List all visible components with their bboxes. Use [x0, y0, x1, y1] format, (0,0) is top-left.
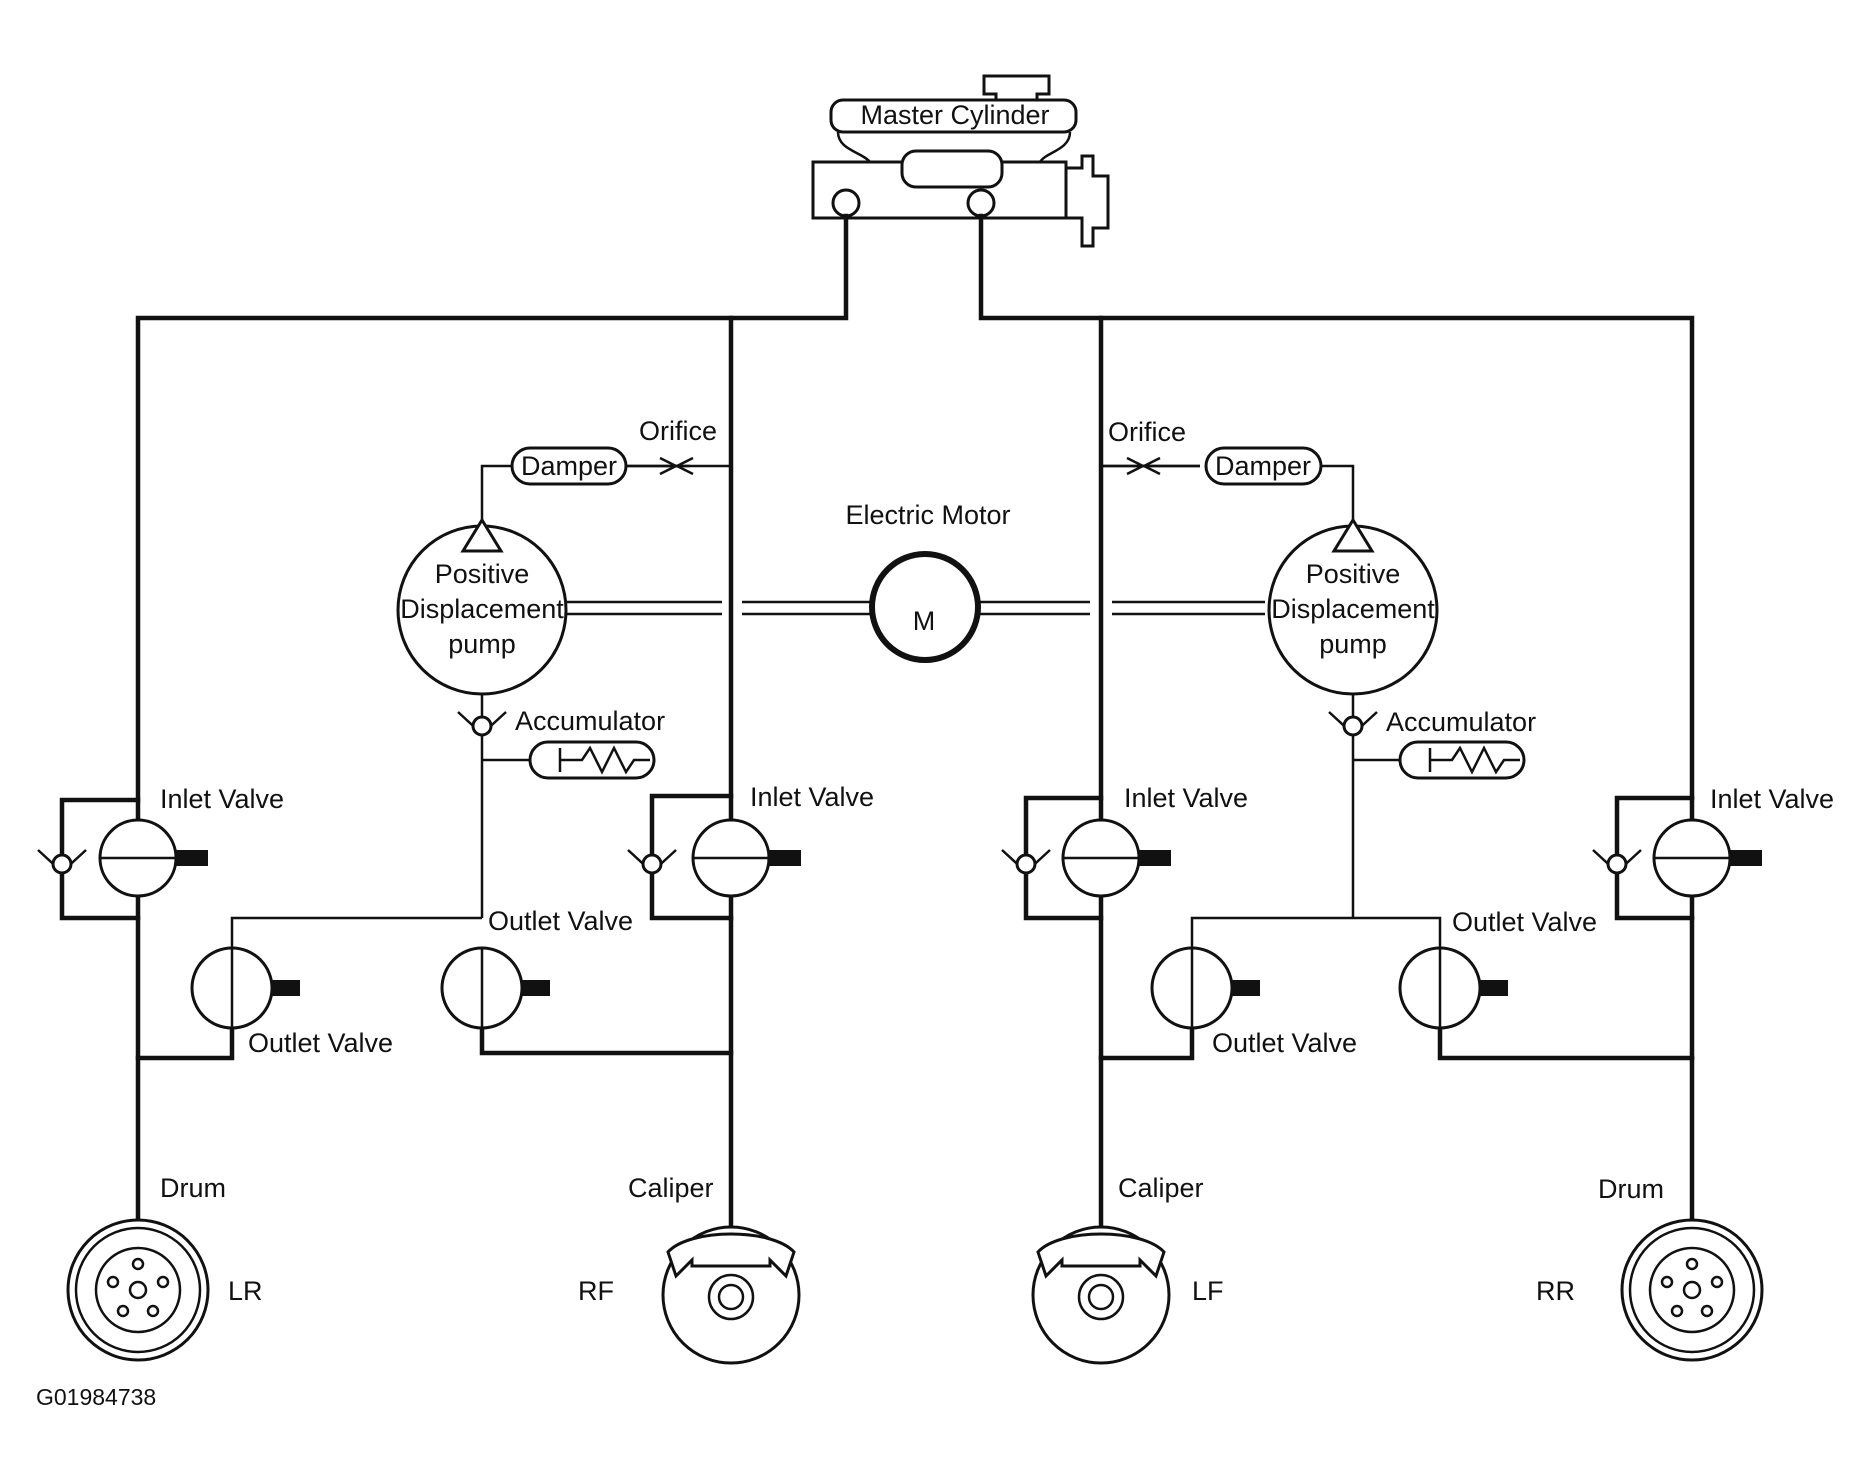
left-pump-check-valve: [457, 711, 507, 737]
right-damper-label: Damper: [1215, 451, 1311, 481]
left-orifice-label: Orifice: [639, 416, 717, 446]
right-outer-inlet-valve: [1592, 795, 1762, 921]
right-pump-outlet-triangle: [1331, 517, 1375, 553]
wheel-lr-code-label: LR: [228, 1276, 263, 1306]
right-orifice-label: Orifice: [1108, 417, 1186, 447]
electric-motor-label: Electric Motor: [845, 500, 1010, 530]
right-inner-inlet-valve: [1001, 795, 1171, 921]
left-outer-inlet-valve: [37, 797, 208, 921]
master-cylinder: Master Cylinder: [811, 74, 1110, 248]
motor-symbol: M: [913, 606, 936, 636]
wheel-lr-type-label: Drum: [160, 1173, 226, 1203]
left-damper-label: Damper: [521, 451, 617, 481]
wheel-lf-type-label: Caliper: [1118, 1173, 1204, 1203]
motor-shaft: [565, 600, 1265, 616]
left-inner-outlet-valve: [440, 946, 550, 1030]
left-orifice-symbol: [625, 456, 694, 476]
right-orifice-symbol: [1101, 456, 1200, 476]
left-inner-inlet-valve: [627, 793, 801, 921]
right-circuit: Orifice Damper Positive Displacement pum…: [1001, 417, 1834, 1058]
left-circuit: Orifice Damper Positive Displacement pum…: [37, 416, 874, 1058]
wheel-rf-type-label: Caliper: [628, 1173, 714, 1203]
left-pump-label-2: Displacement: [400, 594, 564, 624]
right-outer-outlet-valve-label: Outlet Valve: [1452, 907, 1597, 937]
right-pump-label-1: Positive: [1306, 559, 1401, 589]
left-accumulator-label: Accumulator: [515, 706, 665, 736]
right-damper: [1204, 446, 1323, 486]
right-accumulator: [1398, 740, 1526, 780]
wheel-lf-code-label: LF: [1192, 1276, 1224, 1306]
left-outer-inlet-valve-label: Inlet Valve: [160, 784, 284, 814]
left-outer-outlet-valve-label: Outlet Valve: [248, 1028, 393, 1058]
left-inner-inlet-valve-label: Inlet Valve: [750, 782, 874, 812]
left-inner-outlet-valve-label: Outlet Valve: [488, 906, 633, 936]
right-accumulator-label: Accumulator: [1386, 707, 1536, 737]
figure-id: G01984738: [36, 1384, 156, 1410]
left-pump-label-3: pump: [448, 629, 516, 659]
right-inner-inlet-valve-label: Inlet Valve: [1124, 783, 1248, 813]
wheel-lr-drum: [66, 1218, 210, 1362]
wheel-rr-code-label: RR: [1536, 1276, 1575, 1306]
wheel-rf-caliper: [661, 1225, 801, 1365]
right-pump-check-valve: [1328, 711, 1378, 737]
electric-motor: M Electric Motor: [845, 500, 1011, 663]
right-outer-inlet-valve-label: Inlet Valve: [1710, 784, 1834, 814]
wheel-rf-code-label: RF: [578, 1276, 614, 1306]
wheel-rr-type-label: Drum: [1598, 1174, 1664, 1204]
left-damper: [510, 446, 628, 486]
wheel-lf-caliper: [1031, 1225, 1171, 1365]
left-accumulator: [528, 740, 656, 780]
wheel-rr-drum: [1620, 1218, 1764, 1362]
right-inner-outlet-valve: [1150, 946, 1260, 1030]
left-outer-outlet-valve: [190, 946, 300, 1030]
right-outer-outlet-valve: [1398, 946, 1508, 1030]
right-pump-label-2: Displacement: [1271, 594, 1435, 624]
left-pump-outlet-triangle: [460, 517, 504, 553]
right-pump-label-3: pump: [1319, 629, 1387, 659]
master-cylinder-label: Master Cylinder: [860, 100, 1049, 130]
left-pump-label-1: Positive: [435, 559, 530, 589]
right-inner-outlet-valve-label: Outlet Valve: [1212, 1028, 1357, 1058]
